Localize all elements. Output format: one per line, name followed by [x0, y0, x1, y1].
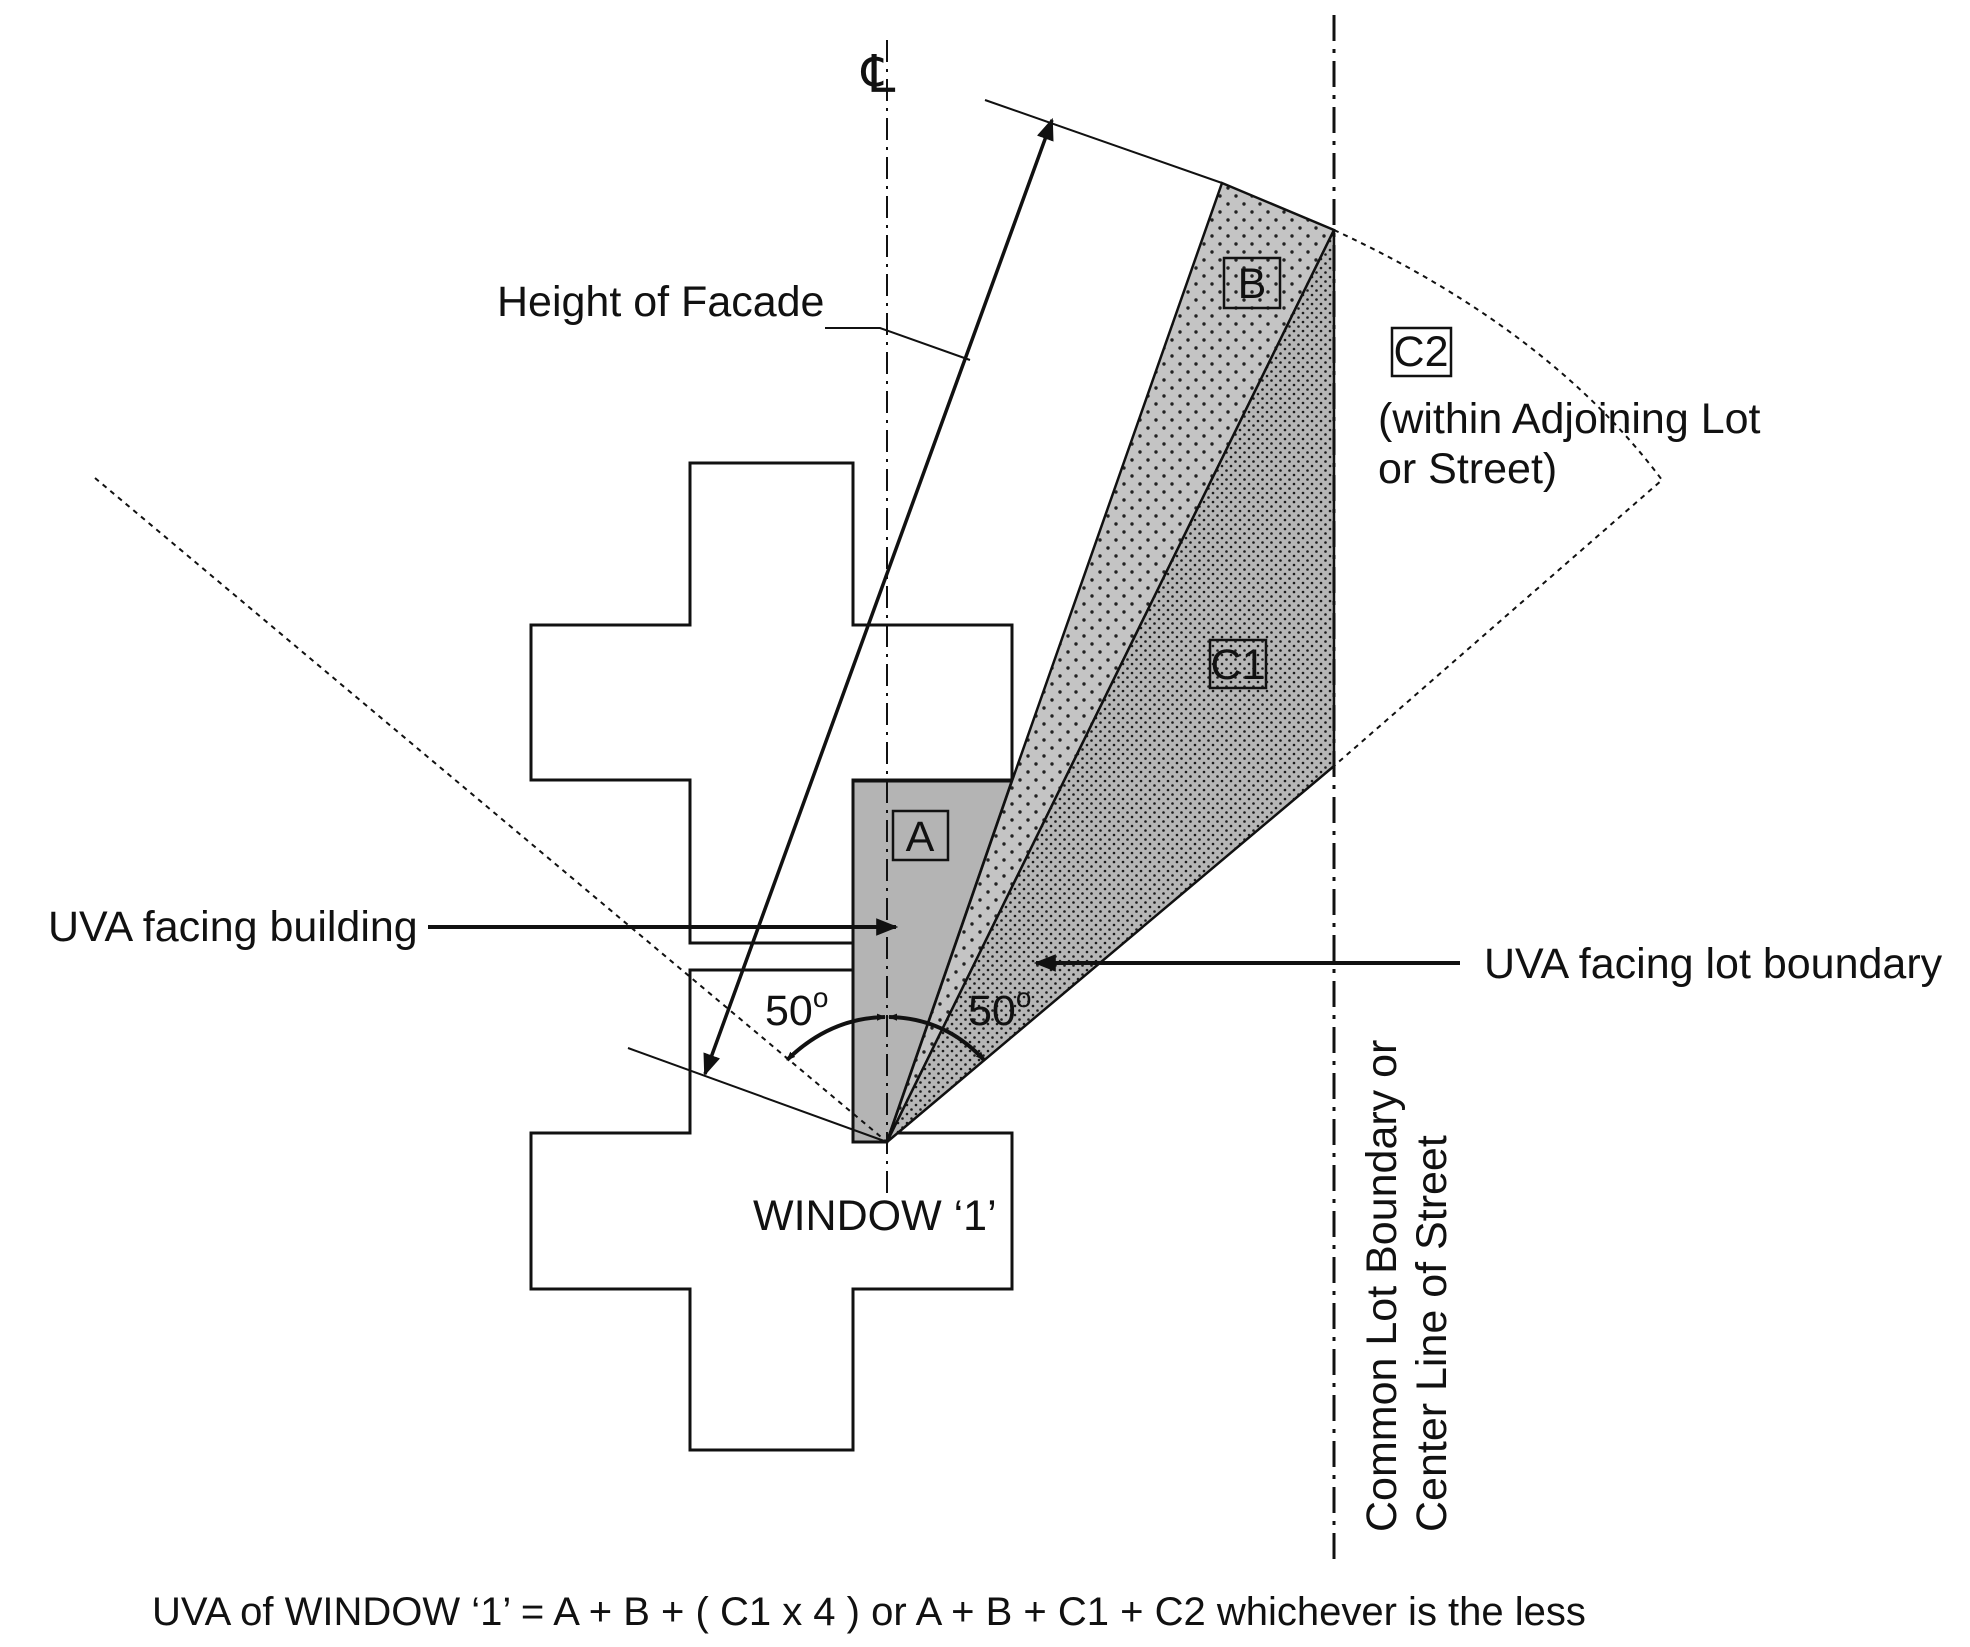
angle-arc-left [785, 1013, 886, 1062]
area-c1-label-box [1208, 638, 1268, 690]
view-limit-left-line [94, 477, 888, 1143]
angle-left-degree: o [813, 982, 829, 1013]
facade-extension-top [984, 99, 1223, 184]
c2-note-line-2: or Street) [1378, 445, 1557, 493]
area-a-label: A [906, 813, 935, 861]
area-c2-label-box [1390, 326, 1453, 378]
area-a-label-box [891, 809, 950, 862]
facade-extension-bottom [627, 1047, 888, 1143]
angle-left-label: 50o [765, 982, 828, 1035]
window-label: WINDOW ‘1’ [753, 1192, 997, 1240]
facade-height-dimension [703, 117, 1054, 1077]
angle-right-label: 50o [968, 982, 1031, 1035]
uva-facing-lot-boundary-label: UVA facing lot boundary [1484, 940, 1943, 988]
c2-note-line-1: (within Adjoining Lot [1378, 395, 1761, 443]
area-c2-boundary [1333, 229, 1664, 767]
area-b-label: B [1238, 260, 1267, 308]
angle-left-value: 50 [765, 987, 813, 1035]
angle-right-degree: o [1016, 982, 1032, 1013]
area-c2-label: C2 [1394, 328, 1449, 376]
area-b-label-box [1222, 256, 1282, 310]
area-c1-label: C1 [1211, 641, 1266, 689]
boundary-label-line-2: Center Line of Street [1408, 1135, 1456, 1532]
boundary-label-line-1: Common Lot Boundary or [1358, 1040, 1406, 1532]
facade-height-leader [825, 327, 971, 361]
uva-formula: UVA of WINDOW ‘1’ = A + B + ( C1 x 4 ) o… [152, 1590, 1586, 1634]
centerline-symbol: ℄ [860, 45, 896, 105]
angle-right-value: 50 [968, 987, 1016, 1035]
angle-arc-right [888, 1013, 986, 1062]
uva-facing-building-label: UVA facing building [48, 903, 418, 951]
height-of-facade-label: Height of Facade [497, 278, 824, 326]
